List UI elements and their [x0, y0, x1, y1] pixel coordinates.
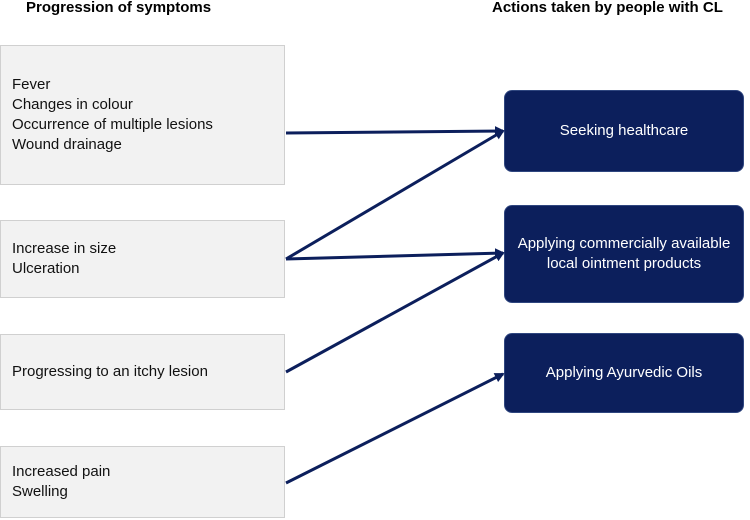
symptom-box-itchy: Progressing to an itchy lesion [0, 334, 285, 410]
action-label: Seeking healthcare [559, 122, 689, 139]
action-box-ointment: Applying commercially available local oi… [504, 205, 744, 303]
connector-arrow-3-to-2 [285, 372, 505, 485]
connector-arrow-2-to-1 [285, 251, 505, 374]
actions-heading: Actions taken by people with CL [492, 0, 723, 16]
symptom-text: Swelling [12, 483, 68, 500]
symptom-text: Ulceration [12, 260, 80, 277]
symptoms-heading: Progression of symptoms [26, 0, 212, 16]
action-label: Applying commercially available local oi… [517, 235, 731, 272]
connector-arrow-1-to-1 [285, 248, 505, 261]
symptom-text: Changes in colour [12, 96, 133, 113]
symptom-text: Progressing to an itchy lesion [12, 363, 208, 380]
symptom-text: Increased pain [12, 463, 111, 480]
symptom-text: Fever [12, 76, 51, 93]
symptom-text: Occurrence of multiple lesions [12, 116, 213, 133]
connector-arrow-1-to-0 [285, 129, 505, 261]
symptom-text: Wound drainage [12, 136, 122, 153]
action-box-ayurvedic: Applying Ayurvedic Oils [504, 333, 744, 413]
symptom-box-growth: Increase in size Ulceration [0, 220, 285, 298]
symptom-text: Increase in size [12, 240, 117, 257]
action-label: Applying Ayurvedic Oils [545, 364, 703, 381]
action-box-healthcare: Seeking healthcare [504, 90, 744, 172]
connector-arrow-0-to-0 [285, 126, 505, 137]
symptom-box-early: Fever Changes in colour Occurrence of mu… [0, 45, 285, 185]
symptom-box-pain: Increased pain Swelling [0, 446, 285, 518]
